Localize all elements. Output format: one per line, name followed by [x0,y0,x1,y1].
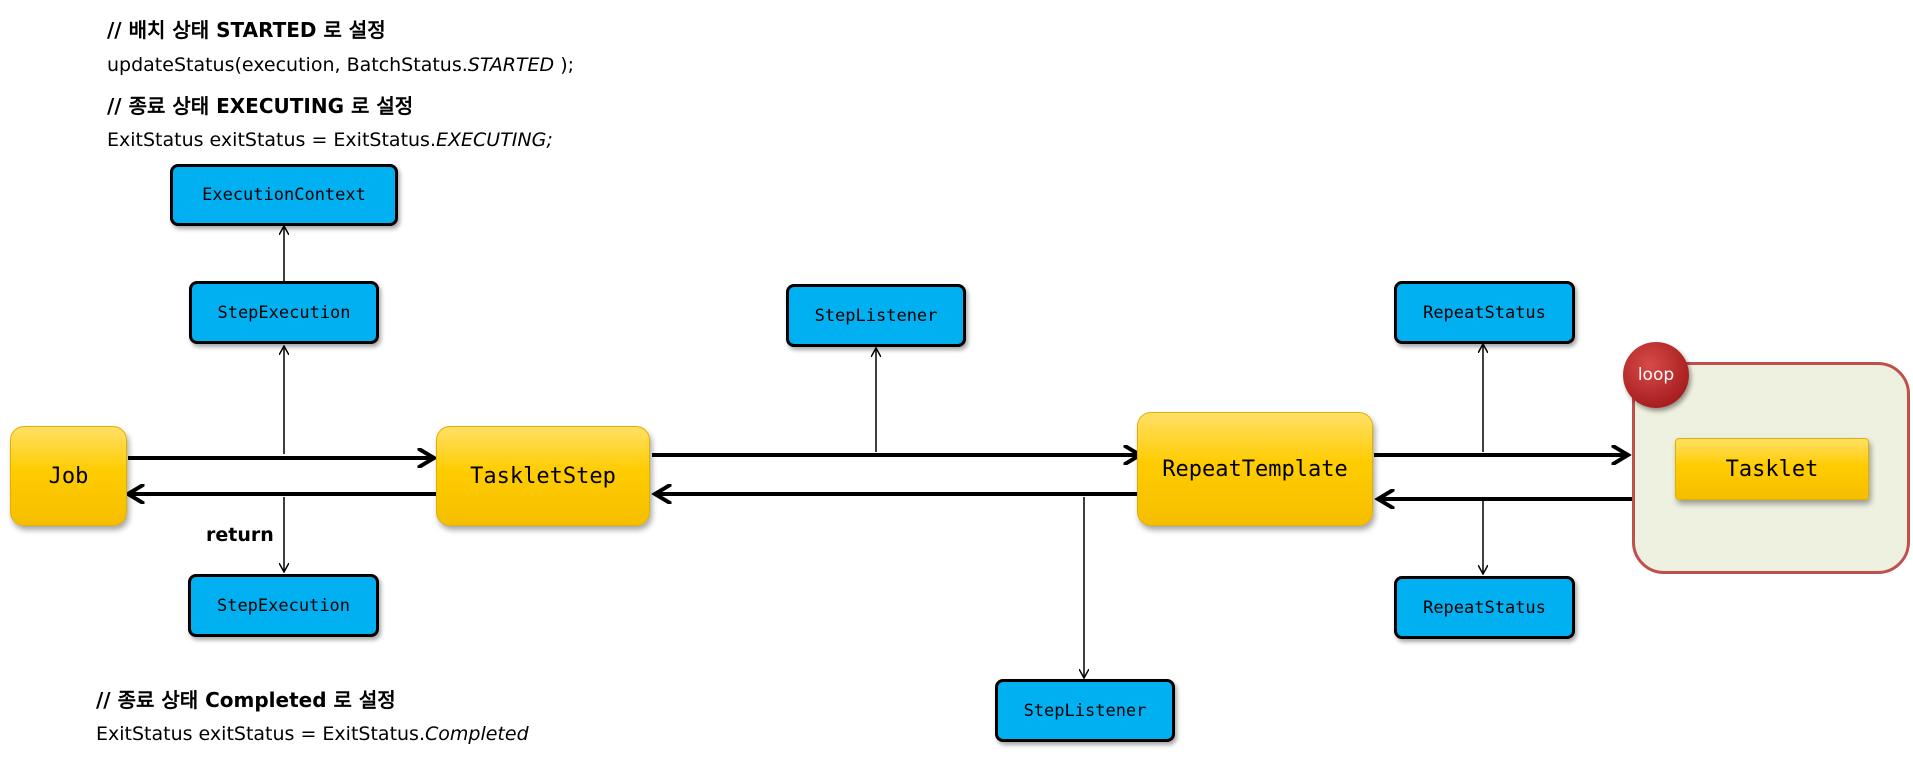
executioncontext-node: ExecutionContext [170,164,398,226]
stepexecution-bottom-node: StepExecution [188,574,379,637]
started-comment: // 배치 상태 STARTED 로 설정 [107,18,386,42]
repeatstatus-bottom-node: RepeatStatus [1394,576,1575,639]
steplistener-top-node: StepListener [786,284,966,347]
executing-comment: // 종료 상태 EXECUTING 로 설정 [107,94,414,118]
repeattemplate-node: RepeatTemplate [1137,412,1373,526]
taskletstep-node: TaskletStep [436,426,650,526]
return-label: return [206,524,274,546]
steplistener-bottom-node: StepListener [995,679,1175,742]
completed-code: ExitStatus exitStatus = ExitStatus.Compl… [96,723,529,745]
started-code: updateStatus(execution, BatchStatus.STAR… [107,54,575,76]
job-node: Job [10,426,127,526]
repeatstatus-top-node: RepeatStatus [1394,281,1575,344]
stepexecution-top-node: StepExecution [189,281,379,344]
executing-code: ExitStatus exitStatus = ExitStatus.EXECU… [107,129,553,151]
completed-comment: // 종료 상태 Completed 로 설정 [96,688,396,712]
tasklet-node: Tasklet [1675,438,1869,500]
loop-badge: loop [1623,342,1689,408]
